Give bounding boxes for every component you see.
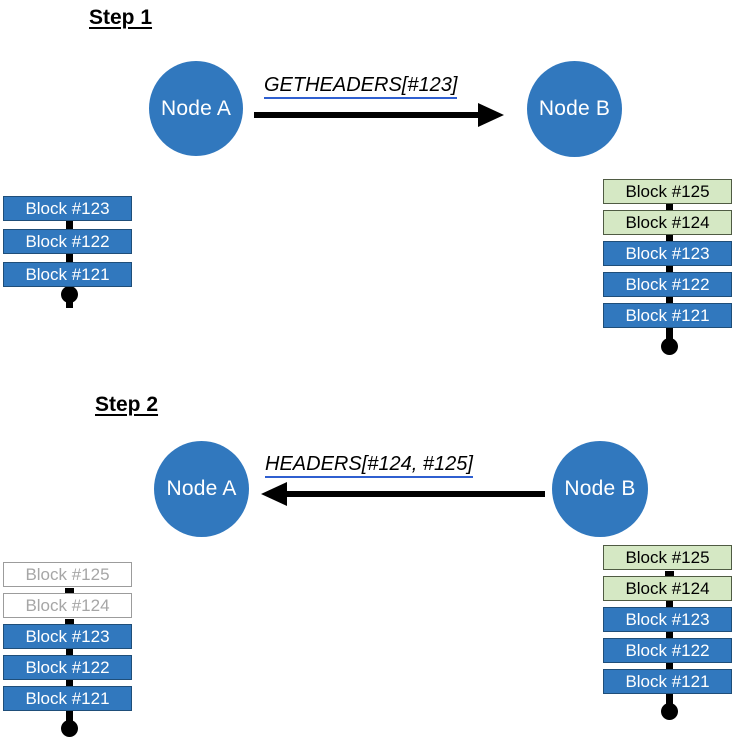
block-item: Block #121 (3, 262, 132, 287)
block-item: Block #124 (3, 593, 132, 618)
chain-spine (66, 632, 73, 730)
block-item: Block #122 (603, 638, 732, 663)
block-item: Block #124 (603, 210, 732, 235)
step2-node-a-label: Node A (166, 477, 237, 500)
block-item: Block #123 (603, 241, 732, 266)
step2-arrow-shaft (285, 491, 545, 497)
chain-genesis-dot (661, 338, 678, 355)
step2-node-b-label: Node B (564, 477, 636, 500)
step2-node-b: Node B (552, 441, 648, 537)
chain-link (665, 571, 674, 580)
block-item: Block #124 (603, 576, 732, 601)
block-item: Block #121 (603, 669, 732, 694)
chain-genesis-dot (61, 720, 78, 737)
chain-link (65, 588, 74, 597)
step1-arrow-shaft (254, 112, 486, 118)
chain-spine (66, 208, 73, 308)
block-item: Block #123 (603, 607, 732, 632)
block-item: Block #121 (603, 303, 732, 328)
step1-node-b: Node B (527, 61, 622, 157)
chain-link (65, 619, 74, 628)
block-item: Block #125 (603, 545, 732, 570)
step2-arrow-head-left-icon (261, 482, 287, 506)
step1-message-label: GETHEADERS[#123] (264, 74, 458, 99)
block-item: Block #122 (3, 655, 132, 680)
step1-arrow-head-right-icon (478, 103, 504, 127)
block-item: Block #123 (3, 624, 132, 649)
chain-spine (666, 191, 673, 347)
step2-message-text: HEADERS[#124, #125] (265, 453, 473, 478)
step1-message-text: GETHEADERS[#123] (264, 74, 458, 99)
step1-node-a: Node A (149, 61, 243, 156)
step1-node-b-label: Node B (538, 97, 611, 120)
step-2-title: Step 2 (95, 393, 159, 416)
block-item: Block #121 (3, 686, 132, 711)
chain-genesis-dot (661, 703, 678, 720)
block-item: Block #122 (603, 272, 732, 297)
block-item: Block #122 (3, 229, 132, 254)
block-item: Block #125 (603, 179, 732, 204)
chain-genesis-dot (61, 286, 78, 303)
step1-node-a-label: Node A (160, 96, 232, 120)
block-item: Block #123 (3, 196, 132, 221)
block-item: Block #125 (3, 562, 132, 587)
step2-message-label: HEADERS[#124, #125] (265, 453, 473, 478)
step2-node-a: Node A (154, 441, 249, 537)
step-1-title: Step 1 (89, 6, 153, 29)
